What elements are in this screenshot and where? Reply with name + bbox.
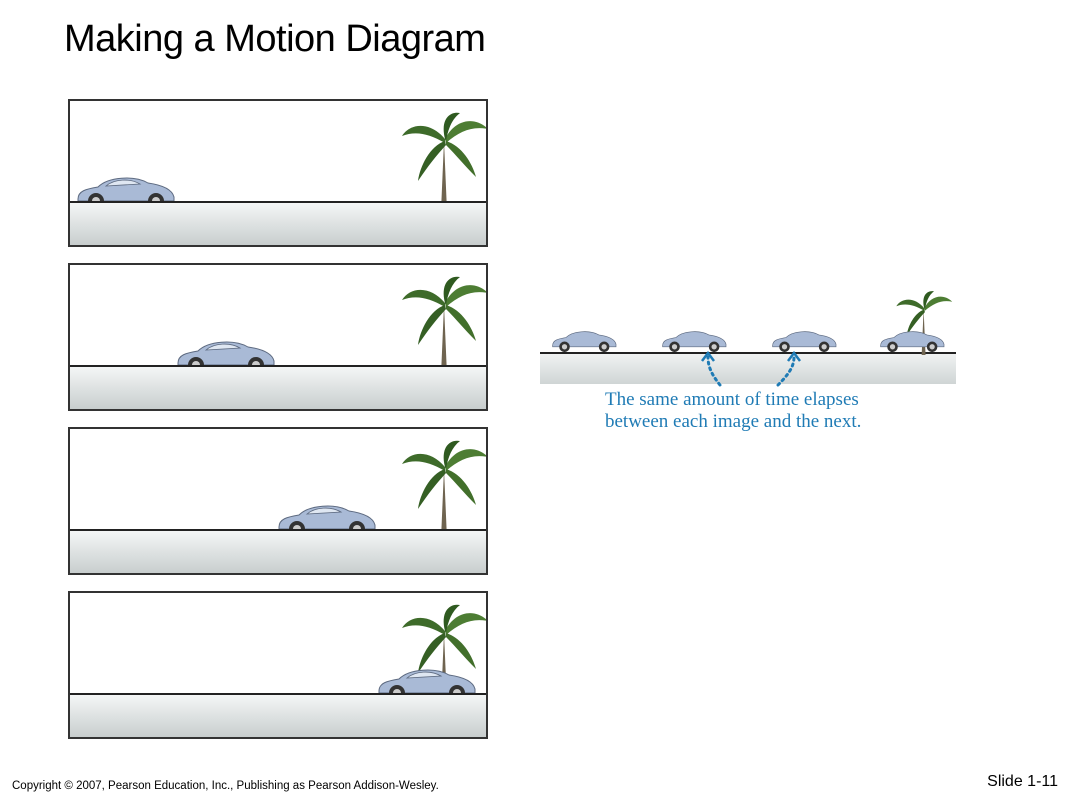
car-icon — [880, 331, 945, 353]
dotted-arrow-icon — [787, 350, 801, 362]
palm-tree-icon — [402, 112, 486, 211]
ground — [70, 529, 486, 573]
motion-diagram — [552, 291, 953, 387]
ground — [70, 365, 486, 409]
motion-frame-2 — [68, 263, 488, 411]
car-icon — [552, 331, 617, 353]
motion-diagram-ground — [540, 352, 956, 384]
ground — [70, 693, 486, 737]
dotted-arrow-icon — [706, 355, 722, 387]
ground — [70, 201, 486, 245]
car-icon — [772, 331, 837, 353]
palm-tree-icon — [402, 440, 486, 539]
motion-frame-3 — [68, 427, 488, 575]
time-interval-note: The same amount of time elapses between … — [605, 389, 861, 433]
motion-frame-1 — [68, 99, 488, 247]
slide-number: Slide 1-11 — [987, 773, 1058, 790]
motion-frame-4 — [68, 591, 488, 739]
palm-tree-icon — [402, 276, 486, 375]
dotted-arrow-icon — [701, 350, 715, 362]
slide-title: Making a Motion Diagram — [64, 18, 486, 60]
dotted-arrow-icon — [776, 355, 796, 387]
copyright-notice: Copyright © 2007, Pearson Education, Inc… — [12, 780, 439, 792]
note-line-2: between each image and the next. — [605, 411, 862, 432]
note-line-1: The same amount of time elapses — [605, 389, 859, 410]
car-icon — [662, 331, 727, 353]
